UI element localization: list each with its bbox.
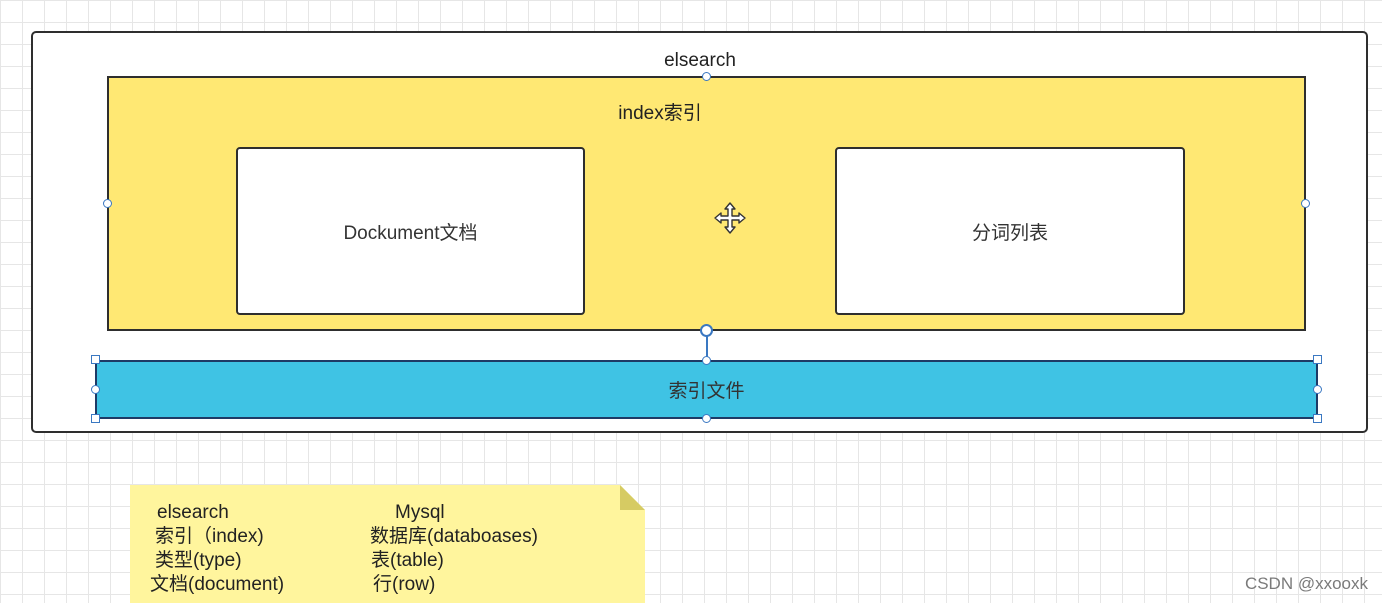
- file-right-handle[interactable]: [1313, 385, 1322, 394]
- term-list-label: 分词列表: [971, 222, 1048, 244]
- comparison-note[interactable]: [130, 485, 645, 603]
- index-right-handle[interactable]: [1301, 199, 1310, 208]
- file-resize-handle-tl[interactable]: [91, 355, 100, 364]
- document-label: Dockument文档: [343, 222, 478, 244]
- note-right-item: 数据库(databoases): [370, 526, 538, 547]
- note-left-item: 类型(type): [155, 550, 242, 571]
- file-bottom-handle[interactable]: [702, 414, 711, 423]
- move-cursor-icon: [714, 202, 746, 234]
- file-left-handle[interactable]: [91, 385, 100, 394]
- note-right-item: 表(table): [371, 550, 444, 571]
- index-file-label: 索引文件: [668, 381, 745, 402]
- file-resize-handle-br[interactable]: [1313, 414, 1322, 423]
- note-left-item: 索引（index): [155, 526, 264, 547]
- document-box[interactable]: Dockument文档: [236, 147, 585, 315]
- index-label: index索引: [618, 103, 702, 124]
- index-bottom-handle[interactable]: [700, 324, 713, 337]
- index-file-box[interactable]: 索引文件: [95, 360, 1318, 419]
- connector-line[interactable]: [706, 330, 708, 360]
- file-resize-handle-tr[interactable]: [1313, 355, 1322, 364]
- index-left-handle[interactable]: [103, 199, 112, 208]
- note-fold-corner: [620, 485, 645, 510]
- elsearch-label: elsearch: [664, 50, 736, 71]
- term-list-box[interactable]: 分词列表: [835, 147, 1185, 315]
- file-top-handle[interactable]: [702, 356, 711, 365]
- csdn-watermark: CSDN @xxooxk: [1244, 574, 1368, 593]
- note-left-item: elsearch: [157, 502, 229, 523]
- note-right-item: Mysql: [395, 502, 445, 523]
- note-left-item: 文档(document): [150, 574, 285, 595]
- index-top-handle[interactable]: [702, 72, 711, 81]
- note-right-item: 行(row): [373, 574, 436, 595]
- file-resize-handle-bl[interactable]: [91, 414, 100, 423]
